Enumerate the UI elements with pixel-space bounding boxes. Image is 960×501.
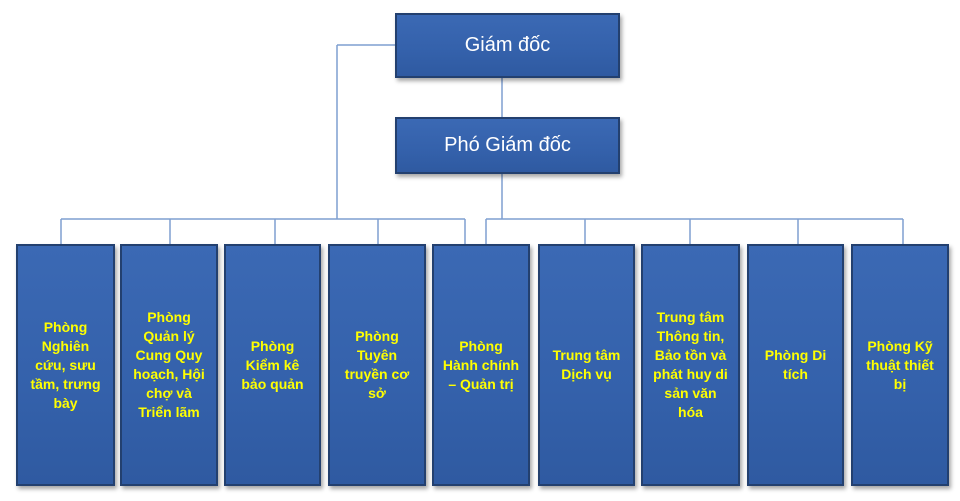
deputy-director-box: Phó Giám đốc [395,117,620,174]
department-box-service-center: Trung tâm Dịch vụ [538,244,635,486]
department-label: Phòng Di tích [764,347,827,382]
department-box-outreach: Phòng Tuyên truyền cơ sở [328,244,426,486]
director-label: Giám đốc [464,34,551,56]
department-label: Trung tâm Dịch vụ [552,347,621,382]
deputy-director-label: Phó Giám đốc [444,134,571,156]
department-label: Trung tâm Thông tin, Bảo tồn và phát huy… [653,309,728,420]
director-box: Giám đốc [395,13,620,78]
department-label: Phòng Tuyên truyền cơ sở [344,328,410,401]
department-box-heritage-center: Trung tâm Thông tin, Bảo tồn và phát huy… [641,244,740,486]
department-box-research: Phòng Nghiên cứu, sưu tầm, trưng bày [16,244,115,486]
department-box-relics: Phòng Di tích [747,244,844,486]
department-label: Phòng Nghiên cứu, sưu tầm, trưng bày [30,318,101,411]
department-label: Phòng Quản lý Cung Quy hoạch, Hội chợ và… [133,309,205,420]
department-box-administration: Phòng Hành chính – Quản trị [432,244,530,486]
department-label: Phòng Kỹ thuật thiết bị [866,337,934,392]
department-label: Phòng Kiểm kê bảo quản [241,337,304,392]
department-label: Phòng Hành chính – Quản trị [442,337,520,392]
department-box-technical-equipment: Phòng Kỹ thuật thiết bị [851,244,949,486]
department-box-planning-fair: Phòng Quản lý Cung Quy hoạch, Hội chợ và… [120,244,218,486]
department-box-inventory: Phòng Kiểm kê bảo quản [224,244,321,486]
